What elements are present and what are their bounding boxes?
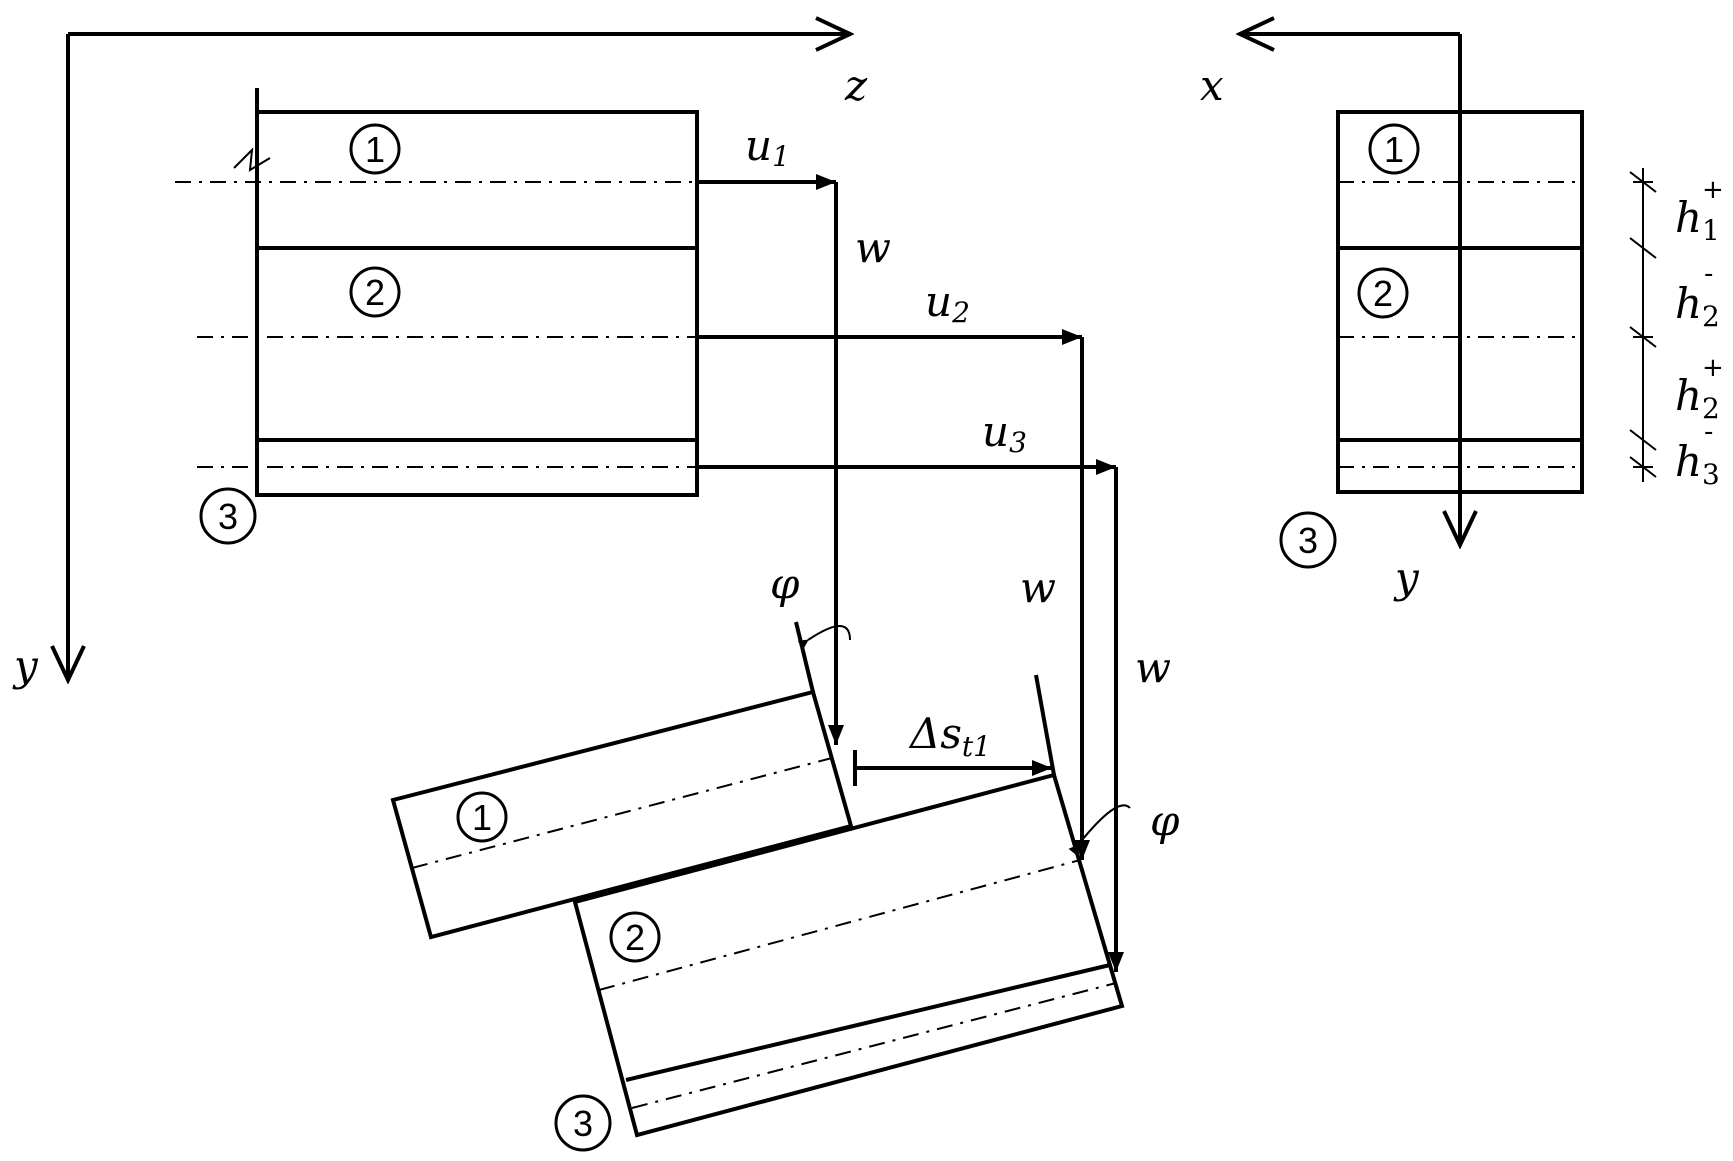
- h3-minus-label: h - 3: [1675, 417, 1720, 491]
- svg-text:u1: u1: [745, 121, 790, 173]
- svg-text:2: 2: [1702, 300, 1720, 333]
- layer-marker-1: 1: [349, 123, 401, 175]
- displacement-arrows: u1 u2 u3 w w w: [697, 121, 1171, 972]
- deformed-layer-marker-3: 3: [554, 1094, 612, 1152]
- w-label-2: w: [1020, 563, 1056, 612]
- deformed-layer-marker-1: 1: [456, 791, 508, 843]
- svg-text:2: 2: [625, 917, 645, 958]
- y-axis-label-right: y: [1393, 553, 1420, 602]
- left-axes: z y: [12, 34, 868, 690]
- svg-text:2: 2: [1373, 273, 1393, 314]
- beam-outline: [255, 110, 699, 497]
- layer-marker-3: 3: [199, 487, 257, 545]
- phi-arc-2: [1068, 804, 1131, 856]
- svg-text:3: 3: [218, 496, 238, 537]
- layer-marker-2: 2: [349, 266, 401, 318]
- section-layer-marker-2: 2: [1357, 267, 1409, 319]
- phi-arc-1: [797, 625, 851, 650]
- deformed-layers-2-3: [572, 772, 1125, 1138]
- u3-label: u3: [982, 407, 1027, 459]
- slip-label: Δst1: [908, 709, 991, 763]
- h2-minus-label: h - 2: [1675, 259, 1720, 333]
- deformed-layer-1: [390, 689, 854, 940]
- svg-text:u3: u3: [982, 407, 1027, 459]
- deformed-axis-3: [631, 982, 1117, 1109]
- w-label-1: w: [855, 223, 891, 272]
- break-symbol: [233, 147, 271, 172]
- y-axis-label-left: y: [12, 641, 39, 690]
- svg-text:3: 3: [1298, 520, 1318, 561]
- h2-plus-label: h + 2: [1675, 353, 1724, 425]
- svg-text:2: 2: [1702, 392, 1720, 425]
- phi-label-1: φ: [770, 559, 800, 608]
- normal-line-2: [1034, 674, 1056, 776]
- svg-text:1: 1: [1384, 129, 1404, 170]
- x-axis-label: x: [1200, 61, 1224, 110]
- slip-indicator: Δst1: [853, 709, 1052, 786]
- svg-text:3: 3: [1702, 458, 1720, 491]
- svg-text:+: +: [1702, 175, 1724, 205]
- normal-line-1: [794, 621, 815, 693]
- section-outline: [1336, 110, 1584, 494]
- z-axis-label: z: [844, 61, 868, 110]
- u2-label: u2: [925, 277, 970, 329]
- svg-text:u2: u2: [925, 277, 970, 329]
- deformed-axis-1: [411, 757, 833, 869]
- svg-text:h: h: [1675, 371, 1702, 420]
- thickness-dimensions: h + 1 h - 2 h + 2 h - 3: [1629, 168, 1724, 491]
- section-layer-marker-1: 1: [1368, 123, 1420, 175]
- phi-label-2: φ: [1150, 796, 1180, 845]
- svg-text:-: -: [1704, 417, 1713, 447]
- cross-section: x y 1 2 3: [1200, 34, 1724, 602]
- h1-plus-label: h + 1: [1675, 175, 1724, 247]
- svg-text:-: -: [1704, 259, 1713, 289]
- deformed-interface-2-3: [625, 963, 1111, 1082]
- svg-text:1: 1: [1702, 214, 1720, 247]
- svg-text:1: 1: [365, 129, 385, 170]
- deformed-beam: 1 2 3: [390, 621, 1125, 1152]
- rotation-markers: φ φ: [770, 559, 1180, 856]
- deformed-layer-marker-2: 2: [609, 911, 661, 963]
- w-label-3: w: [1135, 643, 1171, 692]
- svg-text:1: 1: [472, 797, 492, 838]
- section-layer-marker-3: 3: [1279, 511, 1337, 569]
- svg-text:+: +: [1702, 353, 1724, 383]
- undeformed-beam: 1 2 3: [175, 88, 699, 545]
- deformed-axis-2: [598, 859, 1081, 991]
- svg-text:h: h: [1675, 193, 1702, 242]
- u1-label: u1: [745, 121, 790, 173]
- svg-text:h: h: [1675, 437, 1702, 486]
- svg-text:3: 3: [573, 1103, 593, 1144]
- svg-text:h: h: [1675, 279, 1702, 328]
- svg-text:2: 2: [365, 272, 385, 313]
